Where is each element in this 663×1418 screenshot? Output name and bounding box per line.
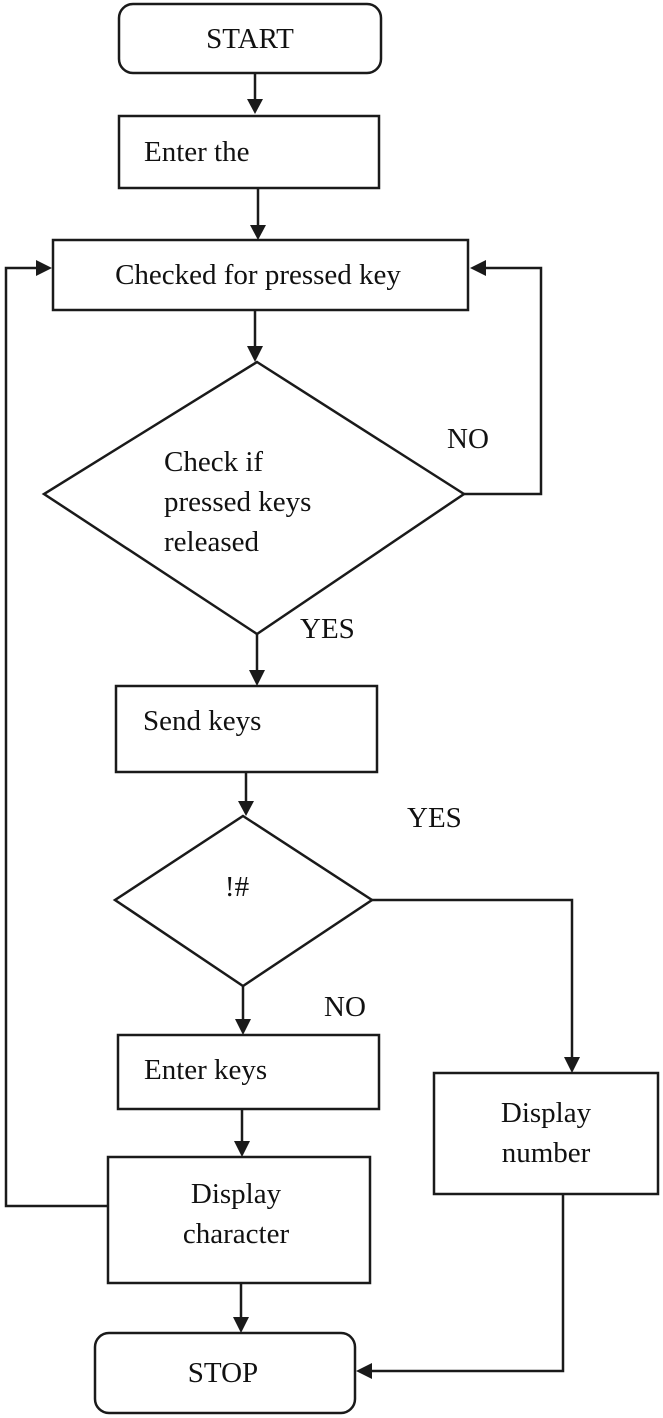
edge-hash-yes-to-number <box>372 898 574 1058</box>
arrowhead <box>233 1317 249 1333</box>
arrowhead <box>36 260 52 276</box>
node-check-released-label: pressed keys <box>164 486 311 518</box>
arrowhead <box>247 99 263 114</box>
arrowhead <box>247 346 263 362</box>
arrowhead <box>356 1363 372 1379</box>
edge-number-to-stop <box>371 1194 565 1373</box>
node-start-label: START <box>206 23 294 55</box>
node-check-released-label: released <box>164 526 259 558</box>
edge-label-hash-yes: YES <box>407 802 462 834</box>
edge-label-hash-no: NO <box>324 991 366 1023</box>
node-send-keys: Send keys <box>114 684 379 774</box>
arrowhead <box>238 801 254 816</box>
node-display-character-label: Display <box>191 1178 282 1210</box>
edge-released-no-loop <box>464 266 543 496</box>
node-enter-keys: Enter keys <box>116 1033 381 1111</box>
node-display-number-label: Display <box>501 1097 592 1129</box>
node-hash-label: !# <box>225 871 249 903</box>
node-send-keys-label: Send keys <box>143 705 261 737</box>
node-display-character-label: character <box>183 1218 290 1250</box>
arrowhead <box>249 670 265 686</box>
node-hash-decision: !# <box>112 814 375 988</box>
connectors <box>4 73 580 1379</box>
node-check-released-label: Check if <box>164 446 263 478</box>
edge-label-released-no: NO <box>447 423 489 455</box>
arrowhead <box>234 1141 250 1157</box>
node-enter-the-label: Enter the <box>144 136 249 168</box>
node-stop: STOP <box>93 1331 357 1415</box>
node-display-character: Display character <box>106 1155 372 1285</box>
node-check-pressed-label: Checked for pressed key <box>115 259 401 291</box>
node-enter-keys-label: Enter keys <box>144 1054 267 1086</box>
arrowhead <box>564 1057 580 1073</box>
arrowhead <box>470 260 486 276</box>
node-enter-the: Enter the <box>117 114 381 190</box>
node-start: START <box>117 2 383 75</box>
arrowhead <box>250 225 266 240</box>
node-display-number-label: number <box>502 1137 591 1169</box>
node-stop-label: STOP <box>188 1357 258 1389</box>
edge-label-released-yes: YES <box>300 613 355 645</box>
node-check-pressed: Checked for pressed key <box>51 238 470 312</box>
edge-character-loop-back <box>4 266 108 1208</box>
arrowhead <box>235 1019 251 1035</box>
node-display-number: Display number <box>432 1071 660 1196</box>
edge-labels: NO YES YES NO <box>300 423 489 1023</box>
node-check-released-decision: Check if pressed keys released <box>41 360 467 636</box>
